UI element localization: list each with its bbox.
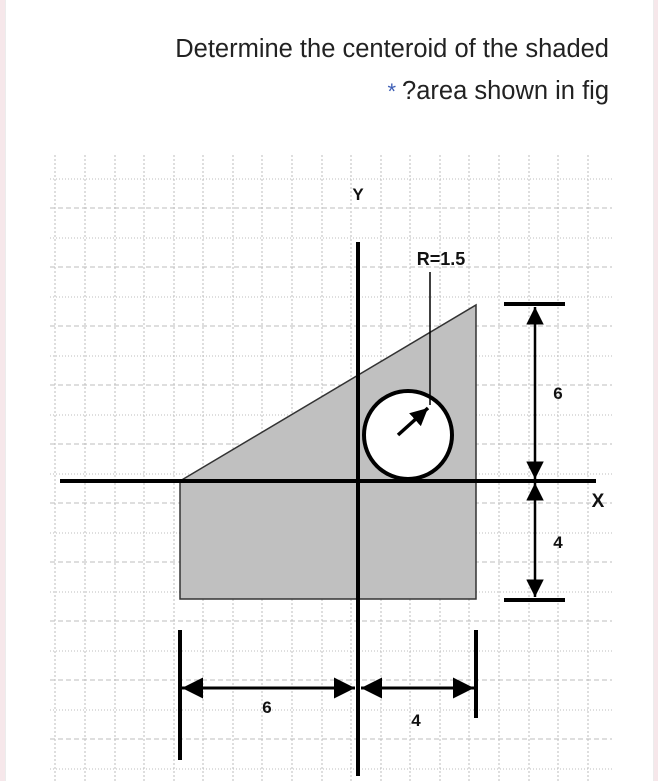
- left-edge: [0, 0, 6, 781]
- question-line-1: Determine the centeroid of the shaded: [175, 35, 609, 63]
- radius-label: R=1.5: [417, 249, 466, 269]
- question-line-2: *?area shown in fig: [0, 70, 609, 113]
- radius-arrow: [396, 406, 430, 437]
- y-axis-label: Y: [352, 185, 364, 204]
- grid: [50, 155, 612, 781]
- question-text: Determine the centeroid of the shaded *?…: [0, 28, 609, 113]
- dim-label-vertical-4: 4: [553, 533, 563, 552]
- required-asterisk: *: [387, 79, 397, 104]
- dim-label-vertical-6: 6: [553, 384, 562, 403]
- question-line-2-text: ?area shown in fig: [402, 77, 609, 105]
- circular-hole: [362, 389, 454, 481]
- dim-label-horizontal-4: 4: [411, 711, 421, 730]
- right-edge: [653, 0, 658, 781]
- x-axis-label: X: [592, 491, 605, 512]
- shaded-rectangle: [179, 480, 477, 600]
- dim-label-horizontal-6: 6: [262, 698, 271, 717]
